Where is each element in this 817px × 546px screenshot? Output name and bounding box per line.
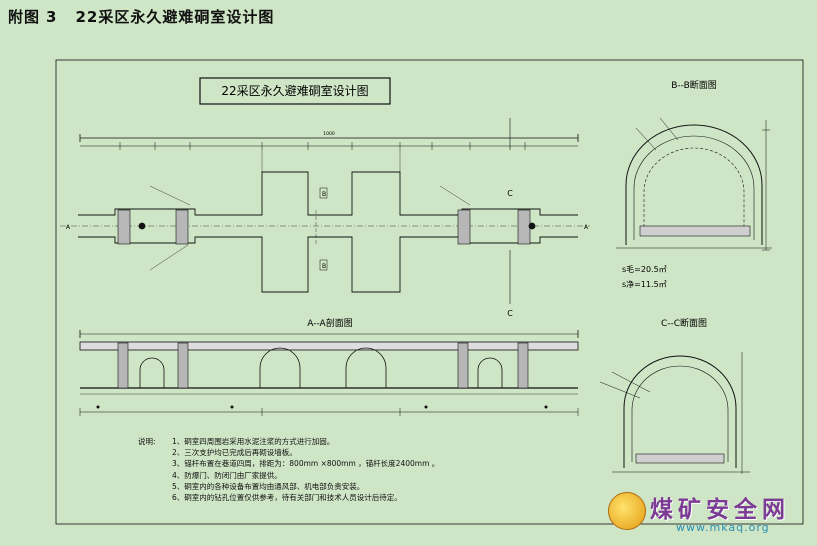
plan-width-label: 1000 bbox=[323, 131, 335, 137]
area-rough: s毛=20.5㎡ bbox=[622, 264, 667, 274]
drawing-frame bbox=[55, 59, 804, 525]
watermark-logo: 煤矿安全网 www.mkaq.org bbox=[606, 488, 812, 542]
section-aa-label: A--A剖面图 bbox=[307, 317, 352, 329]
marker-b-bottom: B bbox=[322, 263, 326, 270]
marker-a-right: A bbox=[584, 224, 589, 231]
note-item: 6、硐室内的钻孔位置仅供参考，待有关部门和技术人员设计后待定。 bbox=[172, 493, 402, 503]
drawing-title: 22采区永久避难硐室设计图 bbox=[221, 83, 368, 98]
note-item: 5、硐室内的各种设备布置均由通风部、机电部负责安装。 bbox=[172, 481, 365, 491]
marker-b-top: B bbox=[322, 191, 326, 198]
notes-list: 1、硐室四周围岩采用水泥注浆的方式进行加固。 2、三次支护均已完成后再砌设墙板。… bbox=[172, 436, 552, 503]
section-b-b bbox=[616, 117, 772, 251]
note-item: 2、三次支护均已完成后再砌设墙板。 bbox=[172, 448, 297, 458]
title-text: 22采区永久避难硐室设计图 bbox=[75, 8, 275, 26]
marker-a-left: A bbox=[66, 224, 71, 231]
drawing-title-box bbox=[199, 77, 391, 105]
page-title: 附图 3 22采区永久避难硐室设计图 bbox=[8, 6, 274, 27]
notes-heading: 说明: bbox=[138, 437, 156, 446]
logo-badge-icon bbox=[608, 492, 646, 530]
watermark-url: www.mkaq.org bbox=[676, 521, 770, 534]
marker-c-top: C bbox=[507, 189, 513, 198]
note-item: 1、硐室四周围岩采用水泥注浆的方式进行加固。 bbox=[172, 437, 335, 446]
marker-c-bottom: C bbox=[507, 309, 513, 318]
section-cc-label: C--C断面图 bbox=[661, 317, 707, 329]
title-prefix: 附图 bbox=[8, 8, 41, 26]
section-c-c bbox=[599, 352, 750, 474]
watermark-name: 煤矿安全网 bbox=[650, 497, 790, 523]
plan-view bbox=[60, 118, 590, 304]
area-net: s净=11.5㎡ bbox=[622, 279, 667, 289]
section-a-a bbox=[79, 330, 579, 416]
note-item: 3、锚杆布置在巷道四周，排距为：800mm ×800mm ，锚杆长度2400mm… bbox=[172, 459, 440, 469]
note-item: 4、防爆门、防闭门由厂家提供。 bbox=[172, 470, 282, 480]
title-number: 3 bbox=[46, 8, 58, 26]
section-bb-label: B--B断面图 bbox=[671, 79, 717, 91]
